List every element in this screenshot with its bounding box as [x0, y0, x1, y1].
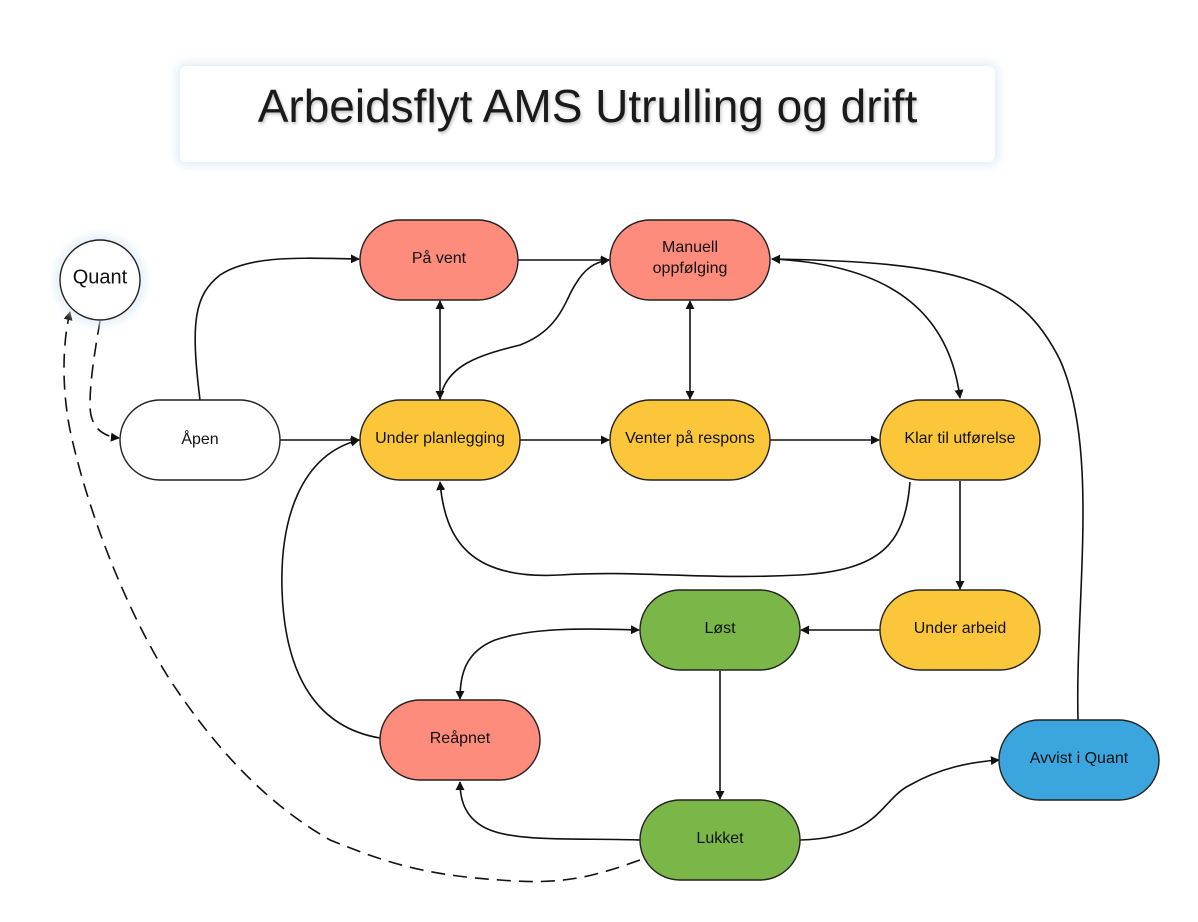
label-under-planlegging: Under planlegging — [375, 430, 505, 447]
edge-klar-under-planlegging — [436, 481, 911, 578]
label-quant: Quant — [73, 266, 128, 288]
node-venter-pa-respons[interactable] — [609, 399, 771, 481]
label-apen: Åpen — [181, 429, 218, 448]
node-under-arbeid[interactable] — [879, 589, 1041, 671]
edge-under-planlegging-manuell — [439, 256, 610, 401]
label-reapnet: Reåpnet — [430, 729, 491, 747]
label-pa-vent: På vent — [412, 249, 467, 267]
node-pa-vent[interactable] — [359, 219, 519, 301]
edge-apen-pa-vent — [194, 254, 360, 401]
edge-manuell-klar — [771, 254, 964, 399]
label-klar-til-utforelse: Klar til utførelse — [904, 430, 1015, 447]
label-manuell-line2: oppfølging — [653, 260, 728, 277]
edge-lukket-quant-dashed — [63, 311, 641, 883]
node-manuell-oppfolging[interactable] — [609, 219, 771, 301]
label-under-arbeid: Under arbeid — [914, 620, 1007, 637]
title-box — [180, 66, 995, 162]
label-avvist-i-quant: Avvist i Quant — [1030, 750, 1129, 767]
edge-lukket-reapnet — [455, 781, 641, 841]
label-lukket: Lukket — [696, 830, 744, 847]
node-reapnet[interactable] — [379, 699, 541, 781]
node-lukket[interactable] — [639, 799, 801, 881]
edge-avvist-manuell — [771, 254, 1084, 721]
edge-lost-reapnet — [455, 625, 640, 700]
label-venter-pa-respons: Venter på respons — [625, 429, 755, 447]
node-klar-til-utforelse[interactable] — [879, 399, 1041, 481]
node-apen[interactable] — [119, 399, 281, 481]
node-avvist-i-quant[interactable] — [998, 719, 1160, 801]
diagram-title: Arbeidsflyt AMS Utrulling og drift — [257, 80, 918, 132]
node-under-planlegging[interactable] — [359, 399, 521, 481]
edge-quant-apen-dashed — [89, 320, 120, 442]
node-quant[interactable] — [59, 239, 141, 321]
edge-lukket-avvist — [799, 756, 1000, 841]
edge-reapnet-under-planlegging — [281, 437, 381, 739]
label-manuell-line1: Manuell — [662, 239, 718, 256]
node-lost[interactable] — [639, 589, 801, 671]
label-lost: Løst — [704, 620, 736, 637]
